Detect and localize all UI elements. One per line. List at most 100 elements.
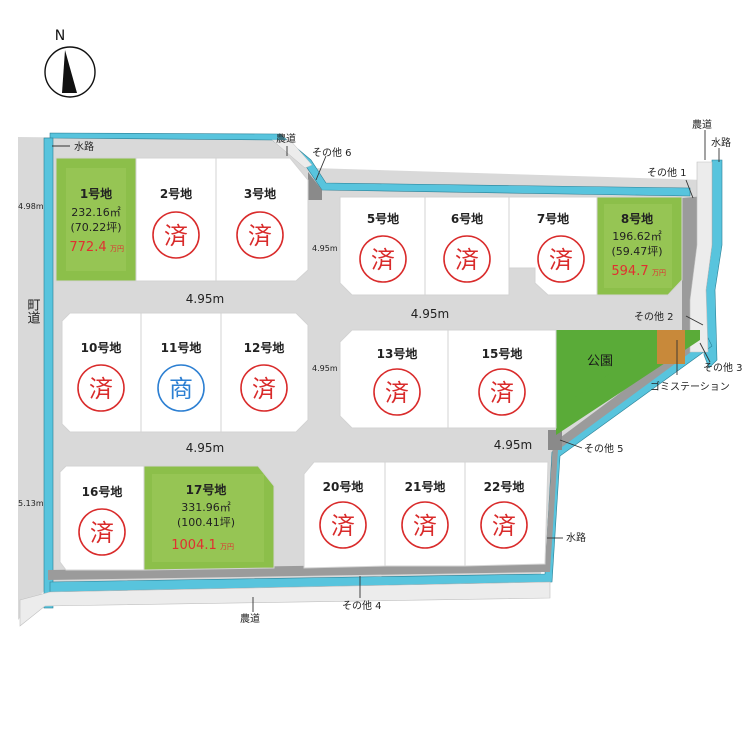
callouts: 水路 農道 その他 6 農道 水路 その他 1 その他 2 その他 3 ゴミステ… [52, 118, 743, 625]
lot-20[interactable]: 20号地 済 [303, 461, 386, 569]
lot-10[interactable]: 10号地 済 [61, 312, 142, 433]
lot-area: 331.96㎡ [181, 501, 231, 514]
sold-stamp-text: 済 [490, 379, 514, 407]
sold-stamp-text: 済 [385, 379, 409, 407]
lot-15[interactable]: 15号地 済 [447, 329, 557, 429]
sold-stamp [480, 501, 528, 549]
lot-5[interactable]: 5号地 済 [339, 196, 426, 296]
lot-13[interactable]: 13号地 済 [339, 329, 449, 429]
commercial-stamp-text: 商 [169, 375, 193, 403]
farm-road-right [689, 161, 713, 353]
waterway-bottom-label: 水路 [566, 531, 586, 544]
price-unit: 万円 [652, 269, 666, 277]
lot-7[interactable]: 7号地 済 [508, 196, 598, 296]
lot-6[interactable]: 6号地 済 [424, 196, 510, 296]
sold-stamp-text: 済 [492, 512, 516, 540]
lot-3[interactable]: 3号地 済 [215, 157, 309, 282]
sold-stamp [319, 501, 367, 549]
other2-label: その他 2 [634, 310, 674, 323]
lot-label: 11号地 [161, 340, 202, 355]
sold-stamp [537, 235, 585, 283]
other4-label: その他 4 [342, 599, 382, 612]
sold-stamp [78, 508, 126, 556]
lot-label: 5号地 [367, 211, 399, 226]
lot-label: 13号地 [377, 346, 418, 361]
sold-stamp-text: 済 [89, 375, 113, 403]
lot-1[interactable]: 1号地 232.16㎡ (70.22坪) 772.4 万円 [55, 157, 137, 282]
north-arrow-icon [65, 50, 77, 93]
lot-22[interactable]: 22号地 済 [464, 461, 549, 567]
garbage-station [657, 330, 685, 364]
lot-label: 2号地 [160, 186, 192, 201]
lot-price: 772.4 [69, 240, 106, 255]
sold-stamp-text: 済 [549, 246, 573, 274]
other6-label: その他 6 [312, 146, 352, 159]
sold-stamp [478, 368, 526, 416]
lot-label: 8号地 [621, 211, 653, 226]
sold-stamp [401, 501, 449, 549]
lot-12[interactable]: 12号地 済 [220, 312, 309, 433]
waterway-left [43, 137, 54, 609]
road-width-left-lower: 5.13m [18, 499, 44, 508]
farm-road-top-label: 農道 [276, 132, 296, 145]
sold-stamp-text: 済 [455, 246, 479, 274]
lot-8[interactable]: 8号地 196.62㎡ (59.47坪) 594.7 万円 [596, 196, 683, 296]
sold-stamp-text: 済 [413, 512, 437, 540]
price-unit: 万円 [220, 543, 234, 551]
road-width-right-upper: 4.95m [411, 307, 449, 321]
other1-label: その他 1 [647, 166, 687, 179]
lot-16[interactable]: 16号地 済 [59, 465, 145, 571]
garbage-station-label: ゴミステーション [650, 380, 730, 393]
lot-label: 1号地 [80, 186, 112, 201]
lot-label: 21号地 [405, 479, 446, 494]
lot-label: 10号地 [81, 340, 122, 355]
lot-label: 3号地 [244, 186, 276, 201]
lot-21[interactable]: 21号地 済 [384, 461, 466, 567]
road-width-upper: 4.95m [186, 292, 224, 306]
road-width-left-upper: 4.98m [18, 202, 44, 211]
lot-area: 232.16㎡ [71, 206, 121, 219]
commercial-stamp [157, 364, 205, 412]
sold-stamp [236, 211, 284, 259]
price-unit: 万円 [110, 245, 124, 253]
road-width-right-middle: 4.95m [494, 438, 532, 452]
sold-stamp [77, 364, 125, 412]
waterway-right-label: 水路 [711, 136, 731, 149]
sold-stamp-text: 済 [331, 512, 355, 540]
farm-road-right-label: 農道 [692, 118, 712, 131]
road-width-small-upper: 4.95m [312, 244, 338, 253]
sold-stamp-text: 済 [164, 222, 188, 250]
lot-17[interactable]: 17号地 331.96㎡ (100.41坪) 1004.1 万円 [143, 465, 275, 571]
farm-road-bottom-label: 農道 [240, 612, 260, 625]
waterway-top-label: 水路 [74, 140, 94, 153]
lot-2[interactable]: 2号地 済 [135, 157, 217, 282]
lot-label: 20号地 [323, 479, 364, 494]
lot-tsubo: (70.22坪) [70, 221, 121, 234]
lot-11[interactable]: 11号地 商 [140, 312, 222, 433]
lot-tsubo: (59.47坪) [611, 245, 662, 258]
sold-stamp-text: 済 [248, 222, 272, 250]
lot-label: 7号地 [537, 211, 569, 226]
lot-label: 12号地 [244, 340, 285, 355]
sold-stamp [359, 235, 407, 283]
sold-stamp [240, 364, 288, 412]
road-width-middle: 4.95m [186, 441, 224, 455]
lot-label: 15号地 [482, 346, 523, 361]
road-width-small-middle: 4.95m [312, 364, 338, 373]
other5-label: その他 5 [584, 442, 624, 455]
other3-label: その他 3 [703, 361, 743, 374]
lot-label: 22号地 [484, 479, 525, 494]
lot-label: 16号地 [82, 484, 123, 499]
sold-stamp-text: 済 [371, 246, 395, 274]
lot-label: 17号地 [186, 482, 227, 497]
lot-price: 594.7 [611, 264, 648, 279]
lot-area: 196.62㎡ [612, 230, 662, 243]
farm-road-top [271, 139, 313, 169]
north-compass: N [44, 28, 96, 98]
farm-road-bottom [19, 581, 551, 627]
sold-stamp-text: 済 [90, 519, 114, 547]
park-label: 公園 [587, 354, 613, 369]
lot-label: 6号地 [451, 211, 483, 226]
town-road-label: 町道 [25, 298, 41, 324]
